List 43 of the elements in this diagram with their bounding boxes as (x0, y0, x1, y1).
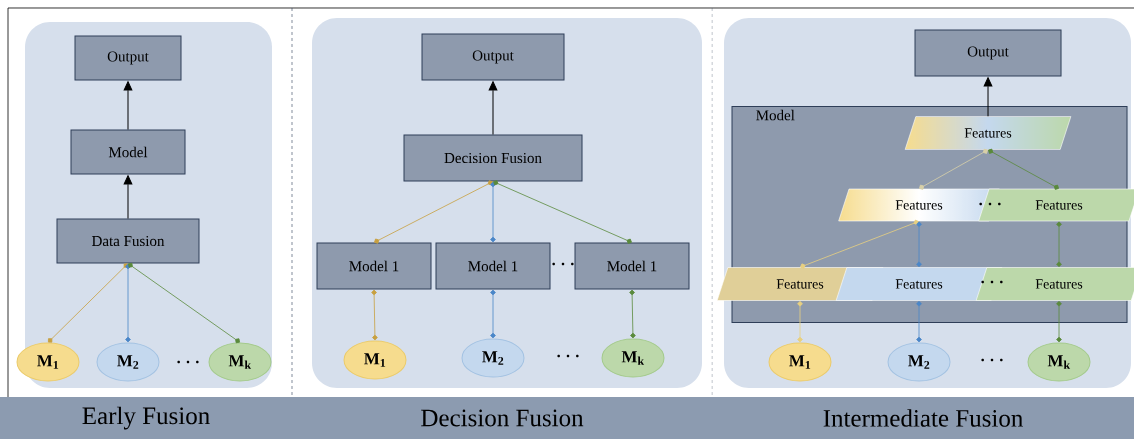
ellipsis-dots: · · · (981, 280, 1003, 284)
process-box: Output (74, 35, 182, 81)
ellipsis-dots: · · · (981, 358, 1003, 362)
connector-line (988, 148, 1059, 190)
connector-line (916, 221, 922, 268)
ellipsis-dots: · · · (557, 354, 579, 358)
connector-line (797, 300, 803, 343)
caption-band: Intermediate Fusion (712, 397, 1134, 439)
process-box: Model 1 (316, 242, 432, 290)
connector-line (916, 300, 922, 343)
connector-line (1056, 221, 1062, 268)
node-label: Decision Fusion (421, 409, 584, 427)
connector-line (490, 289, 496, 339)
process-box: Model 1 (574, 242, 690, 290)
ellipsis-dots: · · · (552, 262, 574, 266)
ellipsis-dots: · · · (979, 202, 1001, 206)
process-box: Data Fusion (56, 218, 200, 264)
caption-band: Decision Fusion (292, 397, 712, 439)
arrow (983, 77, 993, 117)
connector-line (493, 180, 632, 244)
process-box: Output (421, 33, 565, 81)
node-label: Intermediate Fusion (823, 409, 1023, 427)
connector-line (125, 263, 131, 343)
connector-line (48, 263, 128, 343)
arrow (488, 81, 498, 135)
connector-line (374, 180, 493, 244)
arrow (123, 175, 133, 219)
connector-line (371, 289, 378, 341)
feature-parallelogram: Features (904, 116, 1072, 150)
caption-band: Early Fusion (0, 397, 292, 439)
connector-line (800, 219, 919, 269)
process-box: Model (70, 129, 186, 175)
arrow (123, 81, 133, 130)
connector-line (128, 262, 240, 344)
process-box: Model 1 (435, 242, 551, 290)
connector-line (629, 289, 636, 339)
ellipsis-dots: · · · (177, 360, 199, 364)
process-box: Decision Fusion (403, 134, 583, 182)
connector-line (1056, 300, 1062, 343)
connector-line (919, 148, 988, 190)
node-label: Early Fusion (82, 406, 210, 430)
connector-line (490, 181, 496, 243)
process-box: Output (914, 29, 1062, 77)
